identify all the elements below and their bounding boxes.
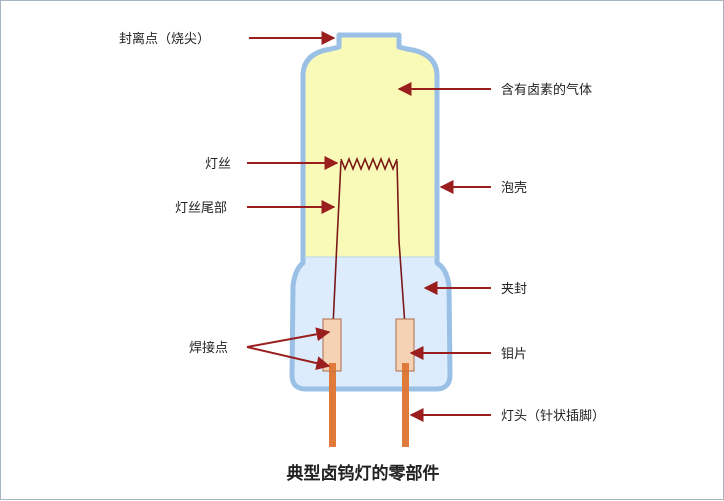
label-base-pins: 灯头（针状插脚）: [501, 408, 605, 424]
arrow-weld-left-pin: [246, 346, 331, 370]
diagram-caption: 典型卤钨灯的零部件: [287, 463, 440, 484]
pin-top-right: [402, 363, 409, 371]
label-tip-seal: 封离点（烧尖）: [119, 31, 210, 47]
pinch-seal-region: [292, 257, 450, 389]
bulb-gas-region: [303, 35, 437, 257]
label-pinch-seal: 夹封: [501, 282, 527, 297]
label-filament-tail: 灯丝尾部: [175, 201, 227, 216]
filament-coil: [340, 156, 398, 172]
filament-tail-right: [396, 160, 406, 327]
label-molybdenum-foil: 钼片: [501, 347, 527, 362]
base-pin-left: [329, 367, 336, 447]
label-filament: 灯丝: [205, 157, 231, 172]
label-halogen-gas: 含有卤素的气体: [501, 82, 592, 98]
base-pin-right: [402, 367, 409, 447]
pin-top-left: [329, 363, 336, 371]
bulb-shell-outline: [289, 32, 453, 392]
label-bulb-shell: 泡壳: [501, 181, 527, 196]
filament-tail-left: [332, 160, 342, 327]
arrow-weld-left: [246, 327, 331, 348]
label-weld-point: 焊接点: [189, 340, 228, 356]
